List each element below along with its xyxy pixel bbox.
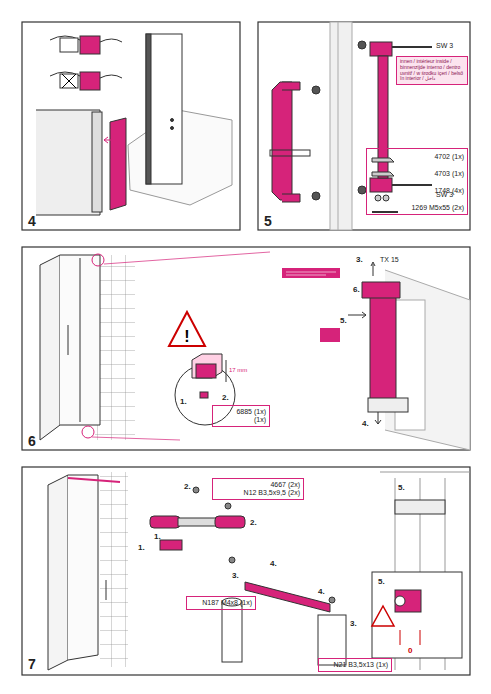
callout-number: 2. bbox=[250, 519, 257, 527]
callout-number: 5. bbox=[340, 317, 347, 325]
callout-number: 5. bbox=[378, 578, 385, 586]
dimension: 0 bbox=[408, 647, 412, 655]
part-text: 1269 M5x55 (2x) bbox=[370, 204, 464, 212]
part-box: N21 B3,5x13 (1x) bbox=[318, 658, 392, 672]
callout-number: 4. bbox=[362, 420, 369, 428]
dimension: 17 mm bbox=[229, 367, 247, 373]
part-text: 4702 (1x) bbox=[370, 153, 464, 161]
part-text: 6885 (1x) bbox=[216, 408, 266, 416]
callout-number: 2. bbox=[184, 483, 191, 491]
part-text: N21 B3,5x13 (1x) bbox=[322, 661, 388, 669]
callout-number: 3. bbox=[356, 256, 363, 264]
callout-number: 2. bbox=[222, 394, 229, 402]
callout-number: 3. bbox=[232, 572, 239, 580]
part-box: 4667 (2x)N12 B3,5x9,5 (2x) bbox=[212, 478, 304, 500]
tool-size: SW 3 bbox=[436, 42, 453, 49]
step-number: 7 bbox=[28, 657, 36, 671]
callout-number: 1. bbox=[180, 398, 187, 406]
part-box: 4702 (1x)4703 (1x)1748 (4x)1269 M5x55 (2… bbox=[366, 148, 468, 215]
part-box: innen / intérieur inside / binnenzijde i… bbox=[396, 56, 468, 85]
step-number: 4 bbox=[28, 214, 36, 228]
tool-size: TX 15 bbox=[380, 256, 399, 263]
callout-number: 1. bbox=[138, 544, 145, 552]
callout-number: 1. bbox=[154, 533, 161, 541]
part-text: 4703 (1x) bbox=[370, 170, 464, 178]
part-text: (1x) bbox=[216, 416, 266, 424]
step-number: 5 bbox=[264, 214, 272, 228]
part-box: N187 M4x8 (1x) bbox=[186, 596, 256, 610]
part-text: N12 B3,5x9,5 (2x) bbox=[216, 489, 300, 497]
callout-number: 4. bbox=[270, 560, 277, 568]
callout-number: 4. bbox=[318, 588, 325, 596]
callout-number: 6. bbox=[353, 286, 360, 294]
part-text: innen / intérieur inside / binnenzijde i… bbox=[400, 59, 464, 82]
tool-size: SW 3 bbox=[436, 191, 453, 198]
step-number: 6 bbox=[28, 434, 36, 448]
svg-text:!: ! bbox=[184, 328, 189, 345]
callout-number: 3. bbox=[350, 620, 357, 628]
part-box: 6885 (1x)(1x) bbox=[212, 405, 270, 427]
part-text: N187 M4x8 (1x) bbox=[190, 599, 252, 607]
callout-number: 5. bbox=[398, 484, 405, 492]
part-text: 4667 (2x) bbox=[216, 481, 300, 489]
